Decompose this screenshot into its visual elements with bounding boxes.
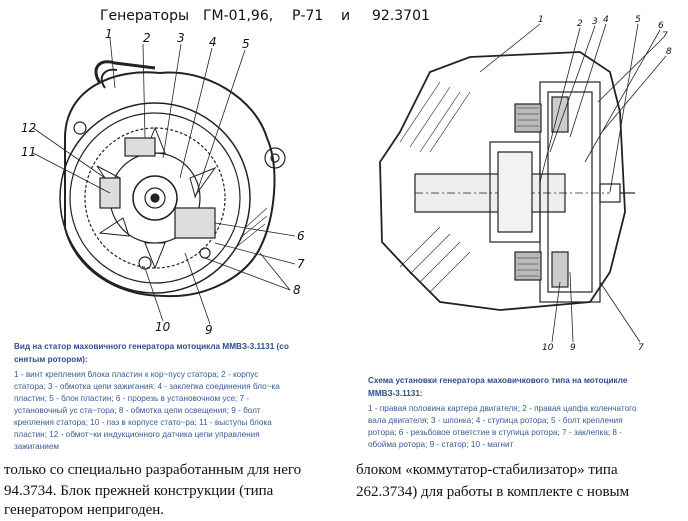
stator-caption-line: крепления статора; 10 - паз в корпусе ст…	[14, 418, 272, 427]
section-label-6: 6	[658, 21, 664, 31]
section-label-3: 3	[592, 17, 598, 27]
installation-caption-line: 1 - правая половина картера двигателя; 2…	[368, 404, 637, 413]
body-text-line1-right: блоком «коммутатор-стабилизатор» типа	[356, 462, 618, 478]
stator-label-10: 10	[155, 320, 171, 334]
installation-section-drawing: 1 2 3 4 5 6 7 8 10 9 7	[379, 15, 672, 352]
stator-caption-line: статора; 3 - обмотка цепи зажигания; 4 -…	[14, 382, 280, 391]
section-label-4: 4	[603, 15, 609, 25]
title-model-r71: Р-71	[292, 8, 324, 24]
stator-caption-line: пластин; 5 - блок пластин; 6 - прорезь в…	[14, 394, 250, 403]
stator-label-4: 4	[209, 35, 217, 49]
stator-label-6: 6	[297, 229, 305, 243]
section-label-9: 9	[570, 343, 576, 352]
section-label-2: 2	[577, 19, 583, 29]
stator-label-8: 8	[293, 283, 301, 297]
installation-caption-line: вала двигателя; 3 - шпонка; 4 - ступица …	[368, 416, 623, 425]
stator-label-2: 2	[143, 31, 151, 45]
section-label-7-bottom: 7	[638, 343, 644, 352]
stator-label-1: 1	[105, 28, 113, 41]
section-label-5: 5	[635, 15, 641, 25]
title-model-gm: ГМ-01,96,	[203, 8, 274, 24]
title-conjunction: и	[341, 8, 351, 24]
stator-caption-line: зажиганием	[14, 442, 59, 451]
installation-caption-line: обойма ротора; 9 - статор; 10 - магнит	[368, 440, 514, 449]
section-label-10: 10	[542, 343, 554, 352]
stator-caption-line: установочный ус ста~тора; 8 - обмотка це…	[14, 406, 261, 415]
body-text-line2-right: 262.3734) для работы в комплекте с новым	[356, 484, 630, 500]
stator-label-3: 3	[177, 31, 185, 45]
stator-label-5: 5	[242, 37, 250, 51]
body-text-line2-left: 94.3734. Блок прежней конструкции (типа	[4, 483, 274, 499]
stator-caption: Вид на статор маховичного генератора мот…	[14, 340, 314, 453]
stator-label-9: 9	[205, 323, 213, 337]
stator-label-11: 11	[21, 145, 36, 159]
stator-caption-line: пластин; 12 - обмот~ки индукционного дат…	[14, 430, 260, 439]
page-title: Генераторы ГМ-01,96, Р-71 и 92.3701	[0, 8, 688, 28]
section-label-8: 8	[666, 47, 672, 57]
section-label-7-top: 7	[662, 31, 668, 41]
stator-drawing: 1 2 3 4 5 12 11 6 7 8 10 9	[21, 28, 305, 337]
title-word-generators: Генераторы	[100, 8, 190, 24]
installation-caption-body: 1 - правая половина картера двигателя; 2…	[368, 403, 684, 451]
stator-caption-body: 1 - винт крепления блока пластин к кор~п…	[14, 369, 314, 453]
stator-caption-line: 1 - винт крепления блока пластин к кор~п…	[14, 370, 259, 379]
stator-label-7: 7	[297, 257, 305, 271]
installation-caption-line: ротора; 6 - резьбовое ответстие в ступиц…	[368, 428, 622, 437]
stator-caption-title: Вид на статор маховичного генератора мот…	[14, 342, 289, 364]
body-text-line1-left: только со специально разработанным для н…	[4, 462, 302, 478]
installation-caption: Схема установки генератора маховичкового…	[368, 374, 684, 451]
stator-label-12: 12	[21, 121, 36, 135]
title-model-92: 92.3701	[372, 8, 430, 24]
section-label-1: 1	[538, 15, 544, 25]
body-text-line3-left: генератором непригоден.	[4, 502, 165, 518]
installation-caption-title: Схема установки генератора маховичкового…	[368, 376, 628, 398]
